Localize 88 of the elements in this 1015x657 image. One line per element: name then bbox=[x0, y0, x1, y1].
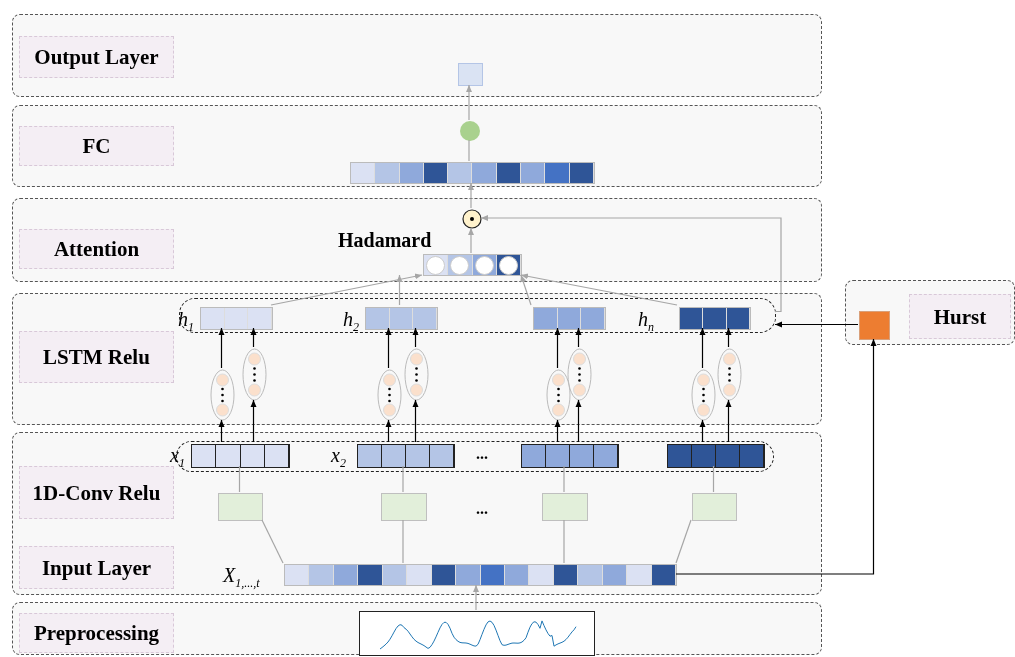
layer-panel bbox=[12, 432, 822, 595]
feature-vector bbox=[365, 307, 438, 330]
feature-vector bbox=[679, 307, 751, 330]
layer-panel bbox=[12, 602, 822, 655]
neuron-group bbox=[691, 369, 716, 421]
arrow bbox=[675, 338, 877, 575]
feature-vector bbox=[533, 307, 606, 330]
connector-line bbox=[712, 465, 715, 493]
feature-vector bbox=[284, 564, 677, 586]
layer-panel bbox=[845, 280, 1015, 345]
arrow bbox=[468, 182, 474, 209]
arrow bbox=[385, 327, 392, 369]
connector-line bbox=[563, 465, 565, 493]
layer-label: LSTM Relu bbox=[19, 331, 174, 383]
arrow bbox=[774, 321, 859, 328]
ellipsis-label: ... bbox=[476, 500, 488, 518]
connector-line bbox=[402, 519, 404, 564]
arrow bbox=[466, 84, 472, 121]
vector-label: h$_{1}$ bbox=[178, 308, 194, 335]
hadamard-product-symbol bbox=[462, 209, 482, 229]
arrow bbox=[520, 273, 678, 306]
arrow bbox=[725, 399, 732, 443]
neuron-circle bbox=[460, 121, 480, 141]
layer-panel bbox=[12, 105, 822, 187]
connector-line bbox=[675, 519, 692, 564]
vector-label: x$_{2}$ bbox=[331, 444, 346, 471]
connector-line bbox=[261, 519, 284, 564]
feature-vector bbox=[350, 162, 595, 184]
feature-vector bbox=[521, 444, 619, 468]
conv-filter bbox=[692, 493, 737, 521]
conv-filter bbox=[381, 493, 427, 521]
layer-label: FC bbox=[19, 126, 174, 166]
connector-line bbox=[563, 519, 565, 564]
feature-vector bbox=[200, 307, 273, 330]
feature-vector bbox=[667, 444, 765, 468]
arrow bbox=[725, 327, 732, 348]
neuron-group bbox=[546, 369, 571, 421]
arrow bbox=[468, 227, 474, 254]
arrow bbox=[554, 419, 561, 443]
arrow bbox=[575, 327, 582, 348]
output-unit bbox=[458, 63, 483, 86]
neuron-group bbox=[717, 348, 742, 401]
vector-label: h$_{n}$ bbox=[638, 308, 654, 335]
layer-panel bbox=[12, 198, 822, 282]
layer-label: Hurst bbox=[909, 294, 1011, 339]
arrow bbox=[473, 584, 479, 611]
hurst-unit bbox=[859, 311, 890, 340]
ellipsis-label: ... bbox=[476, 445, 488, 463]
feature-vector bbox=[423, 254, 522, 276]
vector-label: X$_{1,...,t}$ bbox=[223, 564, 260, 591]
feature-vector bbox=[357, 444, 455, 468]
layer-label: 1D-Conv Relu bbox=[19, 466, 174, 519]
layer-panel bbox=[12, 293, 822, 425]
arrow bbox=[250, 399, 257, 443]
connector-line bbox=[468, 139, 470, 162]
arrow bbox=[250, 327, 257, 348]
layer-panel bbox=[12, 14, 822, 97]
neuron-group bbox=[242, 348, 267, 401]
layer-label: Attention bbox=[19, 229, 174, 269]
feature-vector bbox=[191, 444, 290, 468]
neuron-group bbox=[210, 369, 235, 421]
arrow bbox=[412, 327, 419, 348]
arrow bbox=[270, 273, 423, 306]
arrow bbox=[554, 327, 561, 369]
layer-label: Preprocessing bbox=[19, 613, 174, 653]
arrow bbox=[412, 399, 419, 443]
arrow bbox=[385, 419, 392, 443]
sequence-bracket bbox=[179, 298, 776, 333]
neuron-group bbox=[404, 348, 429, 401]
conv-filter bbox=[542, 493, 588, 521]
arrow bbox=[520, 274, 532, 306]
operation-label: Hadamard bbox=[338, 229, 432, 252]
arrow bbox=[218, 419, 225, 443]
connector-line bbox=[238, 465, 241, 493]
arrow bbox=[575, 399, 582, 443]
connector-line bbox=[402, 465, 404, 493]
neuron-group bbox=[567, 348, 592, 401]
time-series-chart-picture bbox=[359, 611, 595, 656]
arrow bbox=[699, 327, 706, 369]
layer-label: Output Layer bbox=[19, 36, 174, 78]
layer-label: Input Layer bbox=[19, 546, 174, 589]
neuron-group bbox=[377, 369, 402, 421]
arrow bbox=[218, 327, 225, 369]
arrow bbox=[396, 274, 403, 306]
conv-filter bbox=[218, 493, 263, 521]
arrow bbox=[699, 419, 706, 443]
arrow bbox=[480, 215, 782, 313]
vector-label: h$_{2}$ bbox=[343, 308, 359, 335]
